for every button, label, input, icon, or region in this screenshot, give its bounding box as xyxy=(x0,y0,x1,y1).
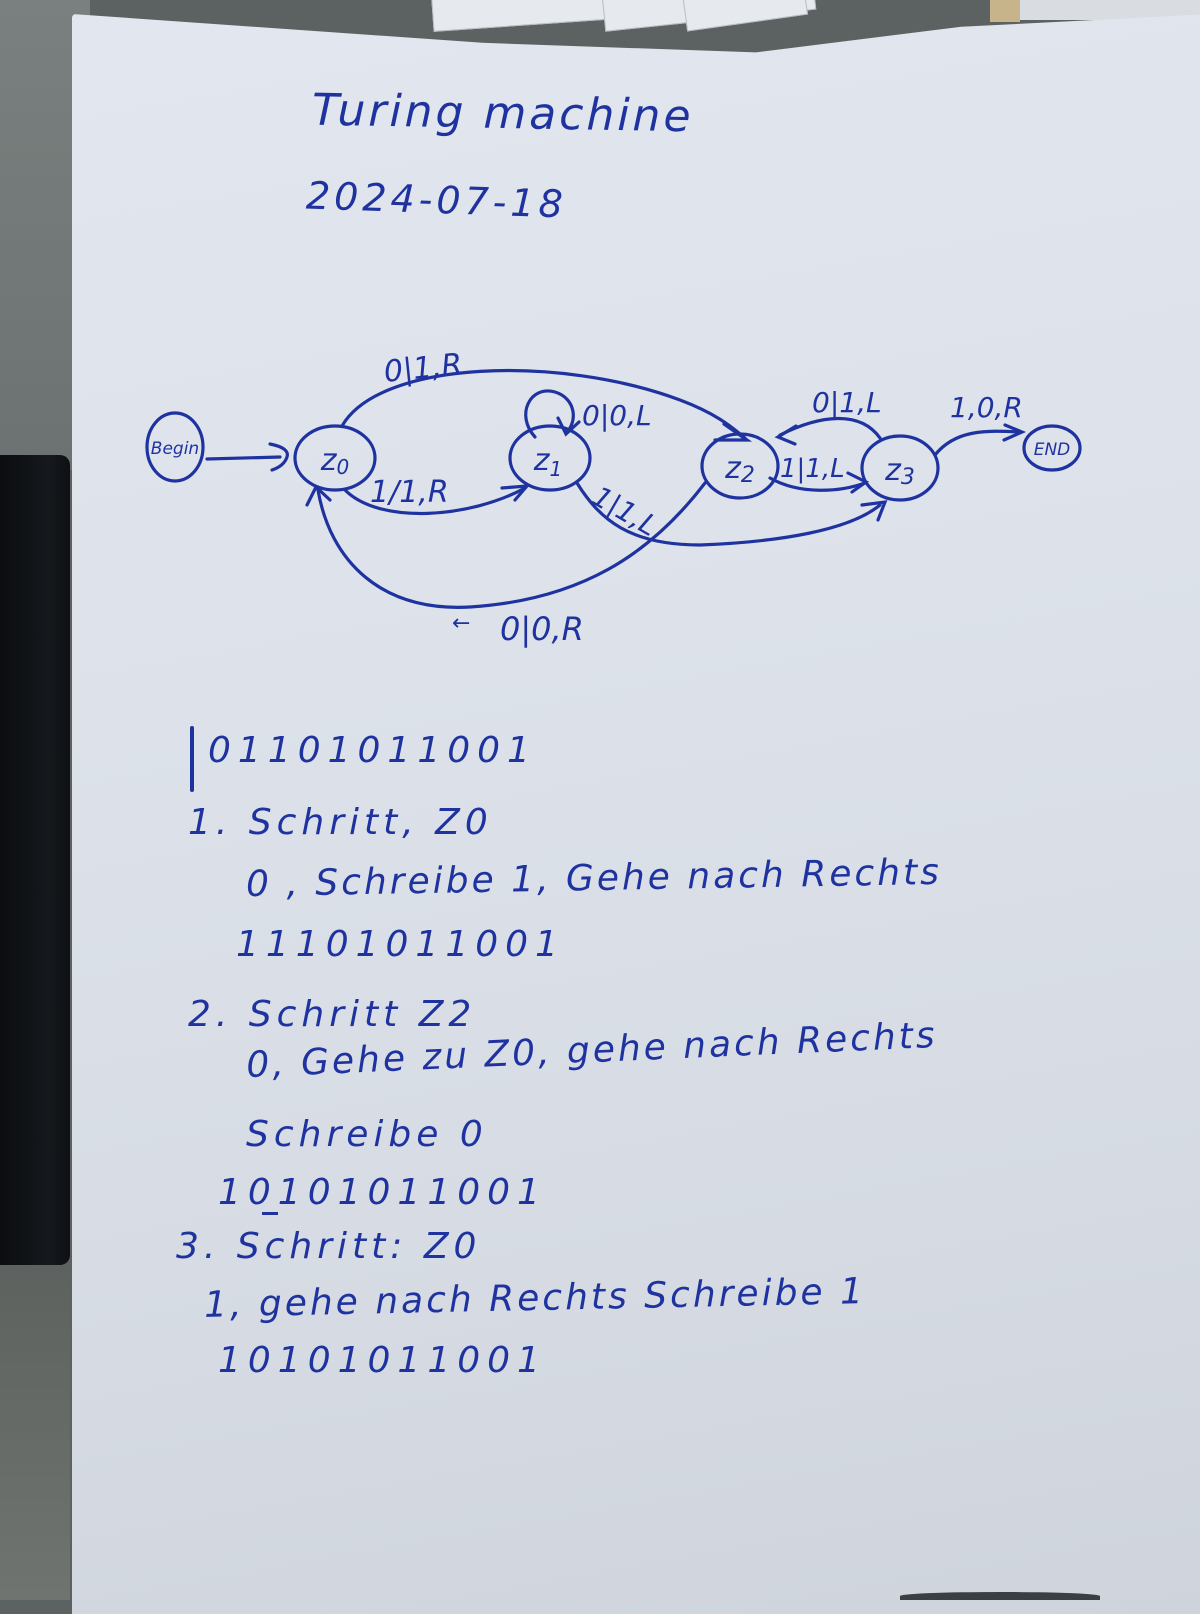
svg-text:1,0,R: 1,0,R xyxy=(950,391,1023,424)
state-z0: z0 xyxy=(293,424,377,492)
transition-z2-z0: 0|0,R ← xyxy=(305,481,707,648)
svg-text:z3: z3 xyxy=(884,453,915,490)
transition-z1-self: 0|0,L xyxy=(524,389,652,439)
svg-text:z1: z1 xyxy=(533,443,562,481)
state-z3: z3 xyxy=(860,434,940,502)
initial-tape: 01101011001 xyxy=(208,730,537,771)
svg-text:z0: z0 xyxy=(320,443,349,479)
svg-text:END: END xyxy=(1034,440,1071,460)
desk-surface-bottom xyxy=(0,1265,70,1600)
state-begin: Begin xyxy=(145,411,205,483)
svg-text:1|1,L: 1|1,L xyxy=(780,454,845,484)
step-3-tape: 10101011001 xyxy=(218,1340,547,1381)
state-z1: z1 xyxy=(508,424,592,492)
paper-edge xyxy=(1020,0,1200,20)
state-end: END xyxy=(1022,424,1082,472)
svg-text:z2: z2 xyxy=(724,451,755,488)
transition-begin-z0 xyxy=(205,442,289,472)
tape-head-marker xyxy=(190,726,194,792)
svg-text:1/1,R: 1/1,R xyxy=(370,475,449,510)
transition-z3-end: 1,0,R xyxy=(933,391,1027,457)
svg-text:0|0,L: 0|0,L xyxy=(582,399,652,432)
step-1-tape: 11101011001 xyxy=(236,924,565,965)
shadow xyxy=(900,1592,1100,1600)
state-z2: z2 xyxy=(700,432,780,500)
wooden-object xyxy=(990,0,1020,22)
paper-sheet xyxy=(72,14,1200,1614)
transition-z3-z2: 0|1,L xyxy=(774,386,882,446)
step-2-tape: 10101011001 xyxy=(218,1172,547,1213)
step-2-description-cont: Schreibe 0 xyxy=(246,1114,488,1155)
svg-text:0|1,L: 0|1,L xyxy=(812,386,882,419)
head-position-underline xyxy=(262,1212,278,1215)
step-3-heading: 3. Schritt: Z0 xyxy=(176,1226,482,1267)
step-2-heading: 2. Schritt Z2 xyxy=(188,994,477,1035)
transition-z0-z1: 1/1,R xyxy=(343,475,531,516)
svg-text:Begin: Begin xyxy=(151,439,199,459)
step-1-heading: 1. Schritt, Z0 xyxy=(188,802,493,843)
svg-text:1|1,L: 1|1,L xyxy=(587,479,664,542)
transition-z2-z3: 1|1,L xyxy=(768,454,870,494)
svg-text:0|1,R: 0|1,R xyxy=(382,347,464,390)
transition-z0-z2: 0|1,R xyxy=(340,347,753,442)
svg-text:0|0,R: 0|0,R xyxy=(500,610,584,648)
svg-text:←: ← xyxy=(452,611,470,636)
